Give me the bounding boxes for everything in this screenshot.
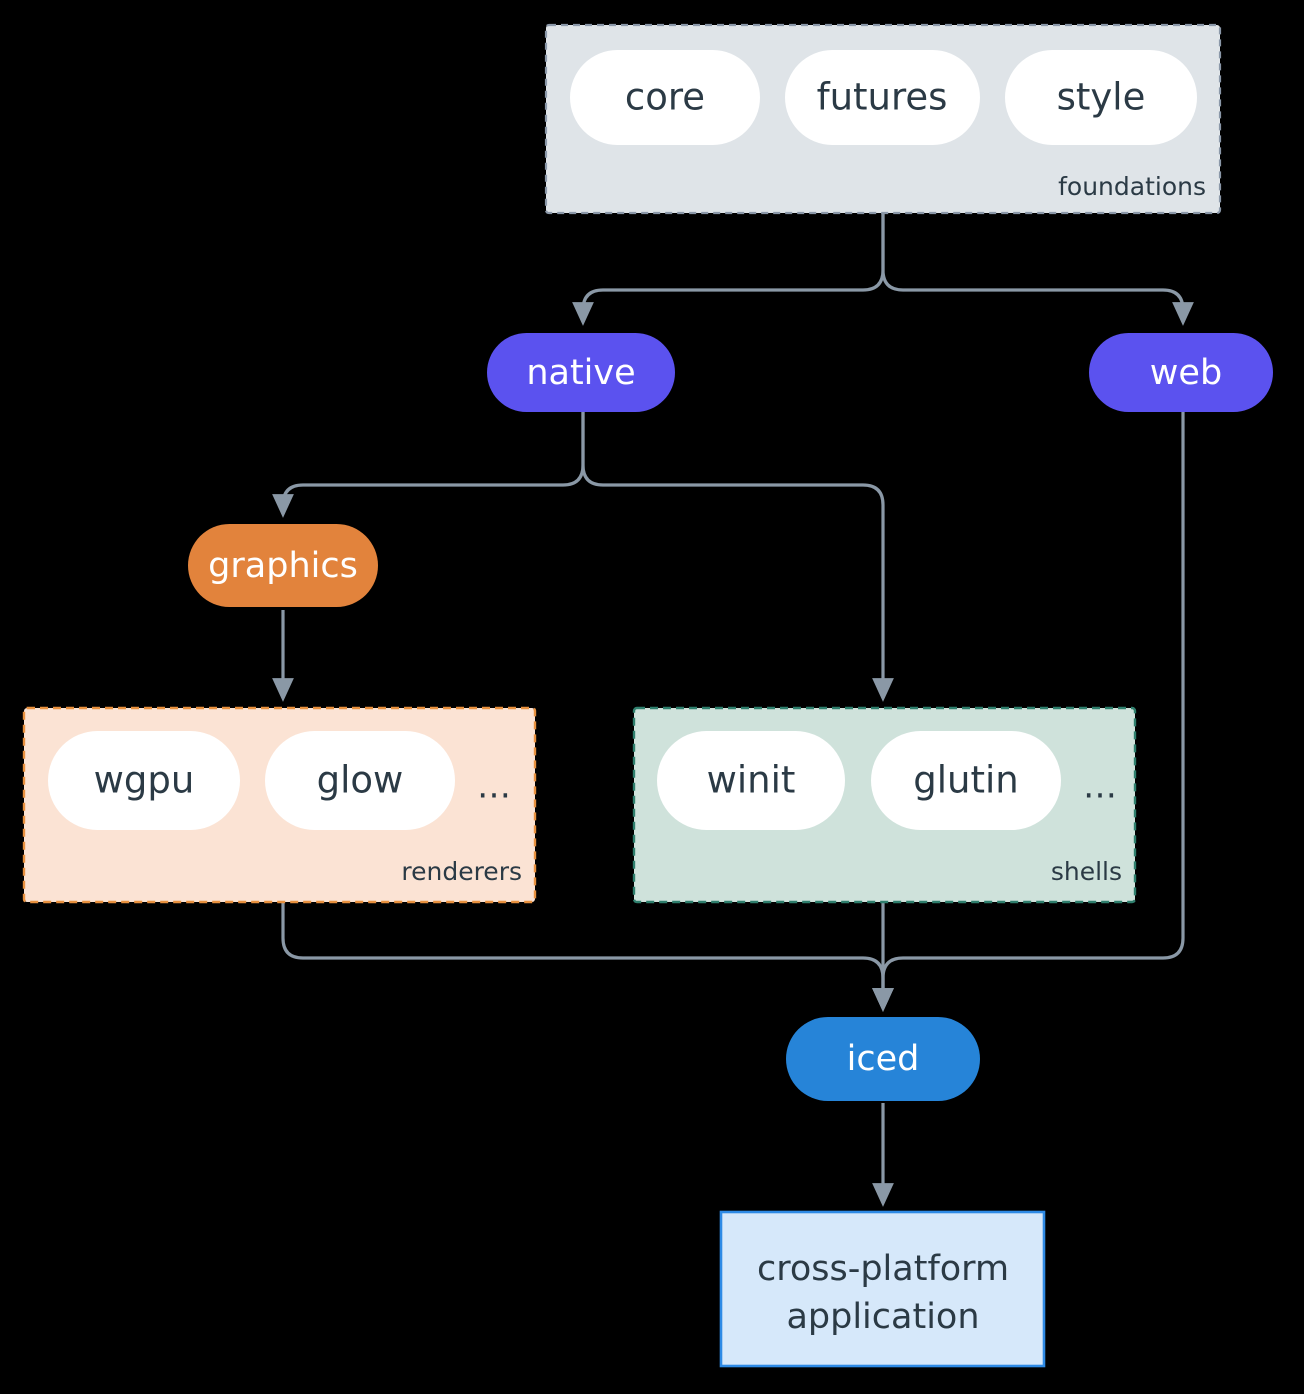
node-core[interactable] — [570, 50, 760, 145]
cluster-foundations: core futures style foundations — [544, 23, 1222, 215]
edge-foundations-web — [881, 213, 1194, 326]
node-style-label: style — [1057, 76, 1146, 119]
node-application-label-line2: application — [786, 1297, 979, 1337]
node-style[interactable] — [1005, 50, 1197, 145]
edge-foundations-native — [572, 213, 885, 326]
node-web-shape[interactable] — [1089, 333, 1273, 412]
node-graphics-label: graphics — [208, 546, 358, 586]
edge-layer — [272, 213, 1194, 1207]
cluster-renderers: wgpu glow … renderers — [22, 706, 537, 904]
node-futures-label: futures — [817, 76, 948, 119]
node-glutin[interactable] — [871, 731, 1061, 830]
cluster-foundations-label: foundations — [1058, 172, 1206, 201]
edge-web-iced — [872, 412, 1185, 1012]
node-winit-label: winit — [707, 759, 796, 802]
edge-native-shells — [581, 412, 894, 702]
node-iced-label: iced — [847, 1039, 920, 1079]
node-glow[interactable] — [265, 731, 455, 830]
node-application-shape[interactable] — [719, 1210, 1046, 1368]
edge-renderers-iced — [281, 902, 894, 1012]
node-shells-more-label: … — [1083, 767, 1117, 807]
cluster-shells: winit glutin … shells — [632, 706, 1137, 904]
cluster-shells-label: shells — [1051, 857, 1122, 886]
node-iced[interactable]: iced — [786, 1017, 980, 1101]
node-glutin-label: glutin — [913, 759, 1018, 802]
node-glow-label: glow — [317, 759, 404, 802]
node-graphics[interactable]: graphics — [188, 524, 378, 607]
node-native-shape[interactable] — [487, 333, 675, 412]
edge-native-graphics — [272, 412, 585, 518]
node-native-label: native — [526, 353, 635, 393]
node-core-label: core — [625, 76, 705, 119]
cluster-renderers-label: renderers — [401, 857, 522, 886]
node-native[interactable]: native — [487, 333, 675, 412]
node-wgpu-label: wgpu — [94, 759, 195, 802]
node-iced-shape[interactable] — [786, 1017, 980, 1101]
node-renderers-more-label: … — [477, 767, 511, 807]
node-wgpu[interactable] — [48, 731, 240, 830]
node-futures[interactable] — [785, 50, 980, 145]
node-application[interactable]: cross-platform application — [719, 1210, 1046, 1368]
node-winit[interactable] — [657, 731, 845, 830]
node-web[interactable]: web — [1089, 333, 1273, 412]
node-graphics-shape[interactable] — [188, 524, 378, 607]
node-web-label: web — [1150, 353, 1222, 393]
node-application-label-line1: cross-platform — [757, 1249, 1009, 1289]
